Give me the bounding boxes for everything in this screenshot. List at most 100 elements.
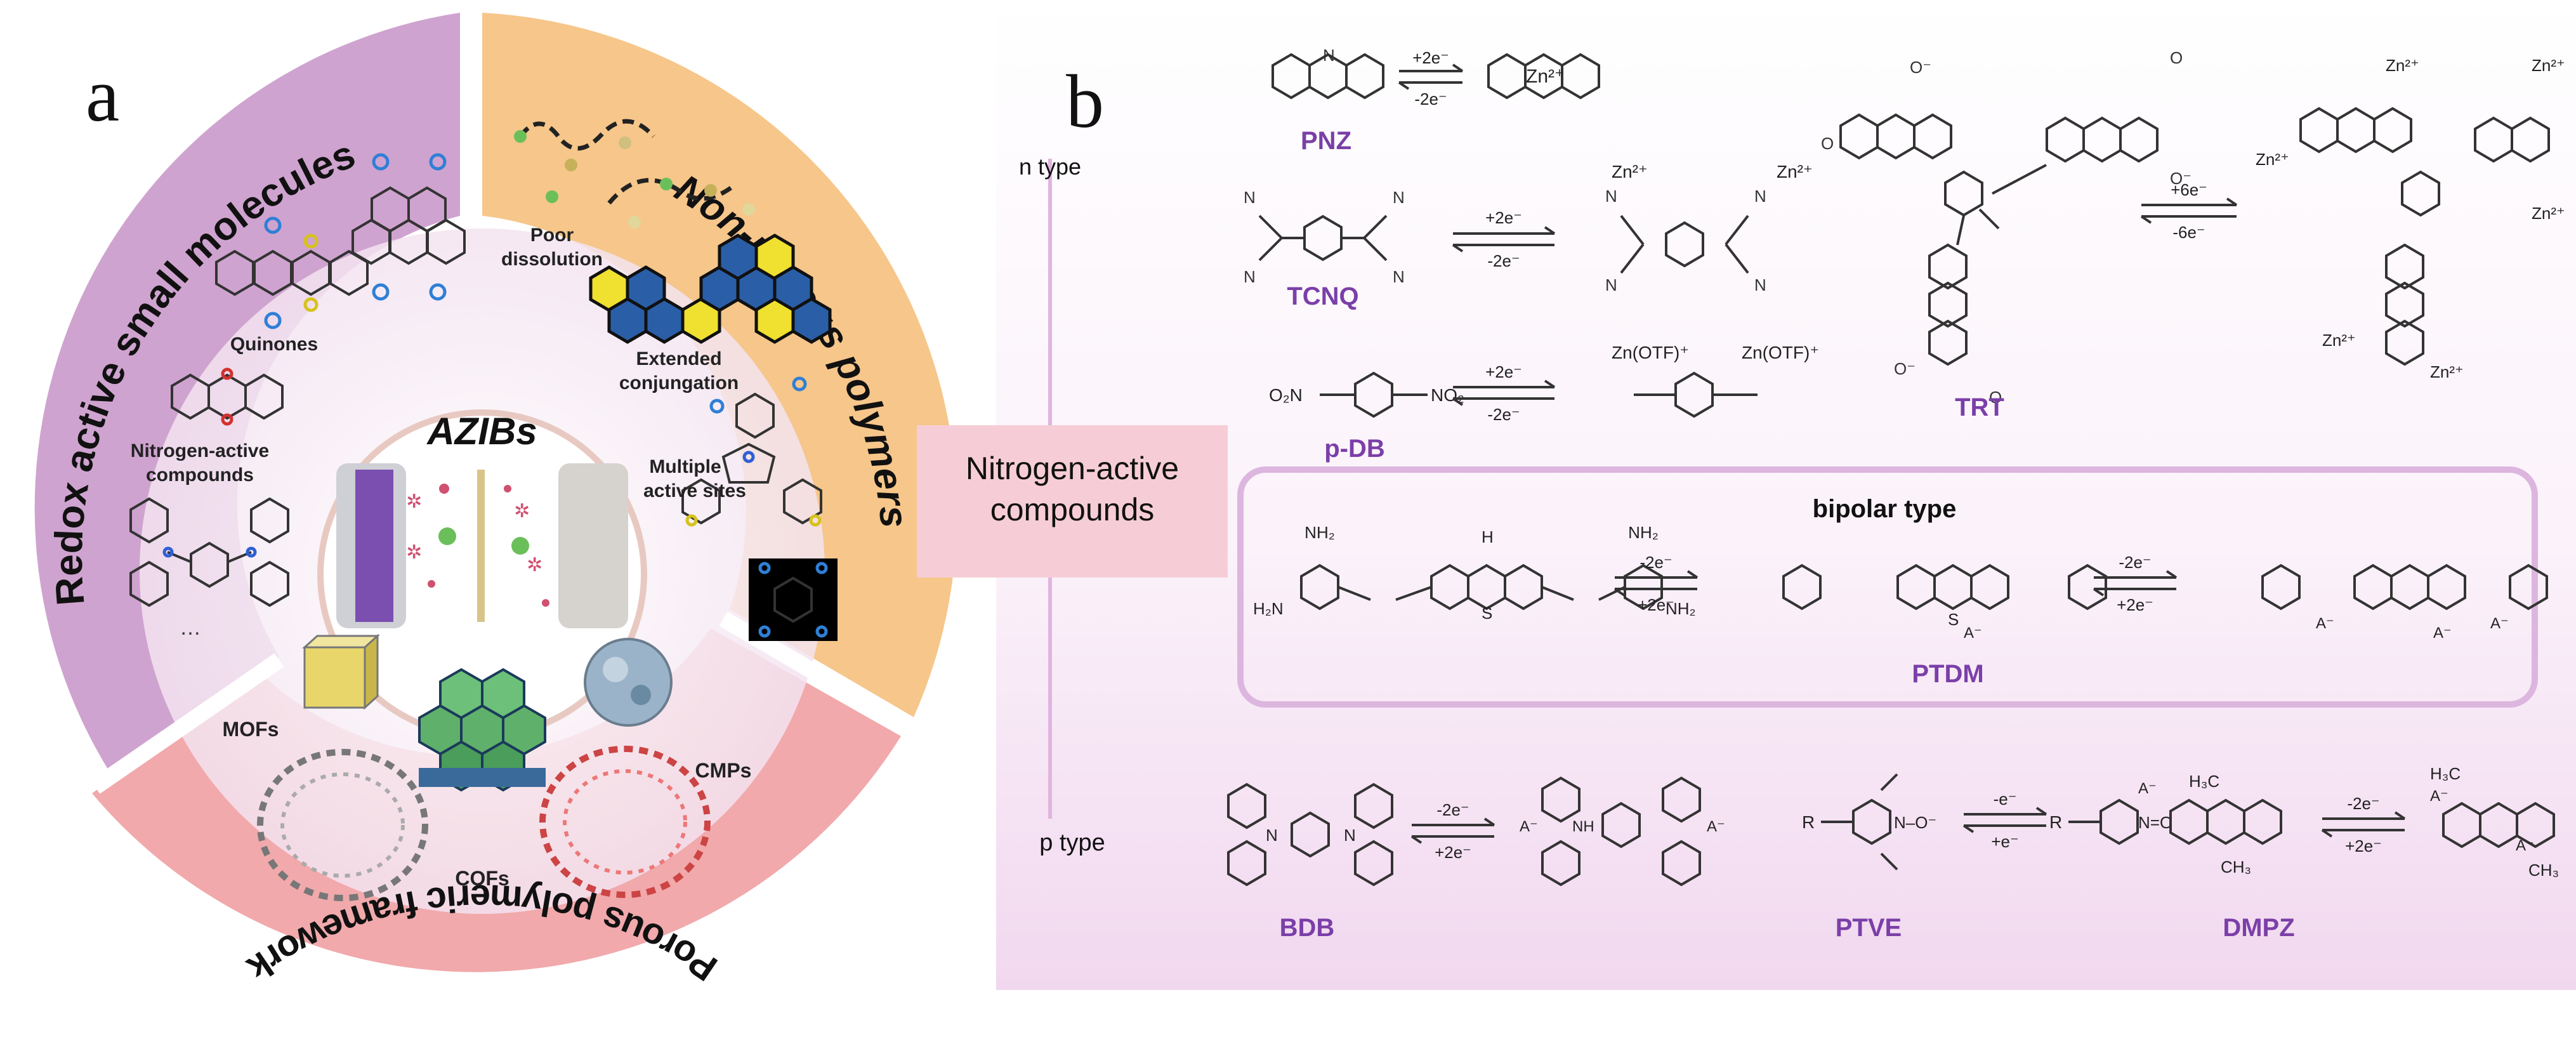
dmpz-ch3-1: CH₃ xyxy=(2221,857,2251,876)
bdb-n-2: N xyxy=(1344,826,1356,845)
dmpz-a-1: A⁻ xyxy=(2430,788,2448,805)
ptdm1-arrow-forward: -2e⁻ xyxy=(1640,553,1672,572)
bipolar-box xyxy=(1237,466,2538,708)
tcnq-product-n-3: N xyxy=(1754,187,1766,206)
label-nitrogen-line2: compounds xyxy=(146,465,254,485)
conjugated-polymer-icon xyxy=(589,234,832,344)
pdb-product-structure xyxy=(1634,372,1758,418)
tcnq-arrow-reverse: -2e⁻ xyxy=(1487,251,1520,270)
trt-product-zn-4: Zn²⁺ xyxy=(2532,204,2565,223)
molecule-name-tcnq: TCNQ xyxy=(1287,282,1358,310)
label-p-type: p type xyxy=(1039,829,1105,856)
ptdm-r-s: S xyxy=(1482,604,1492,623)
trt-reactant-structure xyxy=(1839,114,2159,366)
mof-framework-ring-icon xyxy=(257,749,428,901)
ptdm1-arrow-reverse: +2e⁻ xyxy=(1638,595,1674,614)
quinone-structure-icon xyxy=(352,153,466,301)
cof-hexagon-icon xyxy=(418,668,546,792)
label-quinones: Quinones xyxy=(230,334,318,355)
label-poor-line1: Poor xyxy=(530,225,574,246)
label-n-type: n type xyxy=(1019,154,1081,180)
ptdm-equilibrium-arrow-2 xyxy=(2093,570,2178,597)
pnz-product-zn: Zn²⁺ xyxy=(1526,66,1565,87)
cmp-framework-ring-icon xyxy=(539,746,711,898)
dmpz-ch3-2: CH₃ xyxy=(2528,861,2559,880)
bdb-n-1: N xyxy=(1266,826,1278,845)
ptdm-r-h2n: H₂N xyxy=(1253,599,1284,618)
svg-text:✲: ✲ xyxy=(406,491,422,512)
ptve-a: A⁻ xyxy=(2138,780,2157,797)
pdb-equilibrium-arrow xyxy=(1452,380,1556,406)
tcnq-product-zn-2: Zn²⁺ xyxy=(1777,162,1813,182)
polymer-chain-icon xyxy=(514,119,755,228)
trt-product-zn-3: Zn²⁺ xyxy=(2532,56,2565,75)
trt-o-3: O xyxy=(1989,388,2002,407)
tcnq-n-atom-4: N xyxy=(1393,267,1405,286)
trt-equilibrium-arrow xyxy=(2140,197,2238,224)
pdb-arrow-reverse: -2e⁻ xyxy=(1487,405,1520,424)
dmpz-h3c-2: H₃C xyxy=(2430,764,2461,783)
diamine-structure-icon xyxy=(129,498,289,607)
ptve-equilibrium-arrow xyxy=(1962,807,2047,833)
trt-o-minus-3: O⁻ xyxy=(1894,359,1916,378)
bdb-equilibrium-arrow xyxy=(1410,817,1495,844)
dmpz-equilibrium-arrow xyxy=(2321,811,2406,838)
molecule-name-pnz: PNZ xyxy=(1301,127,1351,155)
panel-b: b n type p type Nitrogen-active compound… xyxy=(917,0,2576,990)
bdb-p-nh: NH xyxy=(1572,818,1594,835)
tcnq-product-structure xyxy=(1620,215,1749,274)
panel-b-background xyxy=(996,0,2576,990)
ptve-arrow-forward: -e⁻ xyxy=(1994,789,2017,809)
bdb-p-a-1: A⁻ xyxy=(1520,818,1538,835)
label-poor-line2: dissolution xyxy=(501,249,603,270)
label-extended-line2: conjungation xyxy=(619,373,739,393)
quinone-polymer-icon xyxy=(681,376,822,527)
label-mofs: MOFs xyxy=(223,718,279,741)
center-label-azibs: AZIBs xyxy=(426,410,537,452)
label-cofs: COFs xyxy=(455,867,509,890)
molecule-name-bdb: BDB xyxy=(1280,914,1335,942)
ptve-reactant-structure xyxy=(1821,773,1898,871)
pdb-arrow-forward: +2e⁻ xyxy=(1485,362,1522,381)
pnz-equilibrium-arrow xyxy=(1398,63,1464,90)
mof-crystal-icon xyxy=(302,633,380,710)
tcnq-equilibrium-arrow xyxy=(1452,226,1556,253)
ptdm-i-s: S xyxy=(1948,610,1959,629)
trt-arrow-forward: +6e⁻ xyxy=(2171,180,2207,199)
label-multiple-line2: active sites xyxy=(643,480,746,501)
phenazine-structure-icon xyxy=(171,367,284,426)
tcnq-n-atom-3: N xyxy=(1393,188,1405,207)
trt-product-zn-5: Zn²⁺ xyxy=(2322,331,2356,350)
callout-line1: Nitrogen-active xyxy=(966,451,1179,486)
tcnq-product-n-1: N xyxy=(1605,187,1617,206)
ptve-arrow-reverse: +e⁻ xyxy=(1991,832,2018,851)
hydroquinone-polymer-icon xyxy=(749,558,838,641)
label-nitrogen-line1: Nitrogen-active xyxy=(131,440,269,461)
thioquinone-structure-icon xyxy=(215,216,369,329)
battery-illustration: ✲ ✲ ✲ ✲ xyxy=(336,463,628,628)
molecule-name-trt: TRT xyxy=(1955,393,2004,421)
callout-line2: compounds xyxy=(990,492,1155,527)
trt-o-minus-1: O⁻ xyxy=(1910,58,1931,77)
ptdm-r-nh2-2: NH₂ xyxy=(1628,523,1659,542)
ptdm2-arrow-forward: -2e⁻ xyxy=(2119,553,2151,572)
label-cmps: CMPs xyxy=(695,759,752,782)
ptve-r-2: R xyxy=(2049,812,2062,832)
ptdm2-arrow-reverse: +2e⁻ xyxy=(2117,595,2153,614)
pnz-n-atom: N xyxy=(1323,46,1335,65)
ptdm-equilibrium-arrow-1 xyxy=(1613,570,1699,597)
trt-arrow-reverse: -6e⁻ xyxy=(2172,223,2205,242)
tcnq-n-atom-1: N xyxy=(1244,188,1256,207)
label-bipolar-type: bipolar type xyxy=(1813,495,1957,523)
bdb-arrow-reverse: +2e⁻ xyxy=(1435,843,1471,862)
molecule-name-ptve: PTVE xyxy=(1836,914,1902,942)
callout-box xyxy=(917,425,1228,578)
bdb-arrow-forward: -2e⁻ xyxy=(1436,800,1469,819)
ptdm-r-nh2-1: NH₂ xyxy=(1304,523,1335,542)
tcnq-reactant-structure xyxy=(1258,215,1388,261)
ptve-no: N–O⁻ xyxy=(1894,813,1936,832)
dmpz-arrow-forward: -2e⁻ xyxy=(2347,794,2379,813)
ptve-r-1: R xyxy=(1802,812,1815,832)
trt-o-1: O xyxy=(1821,134,1834,153)
